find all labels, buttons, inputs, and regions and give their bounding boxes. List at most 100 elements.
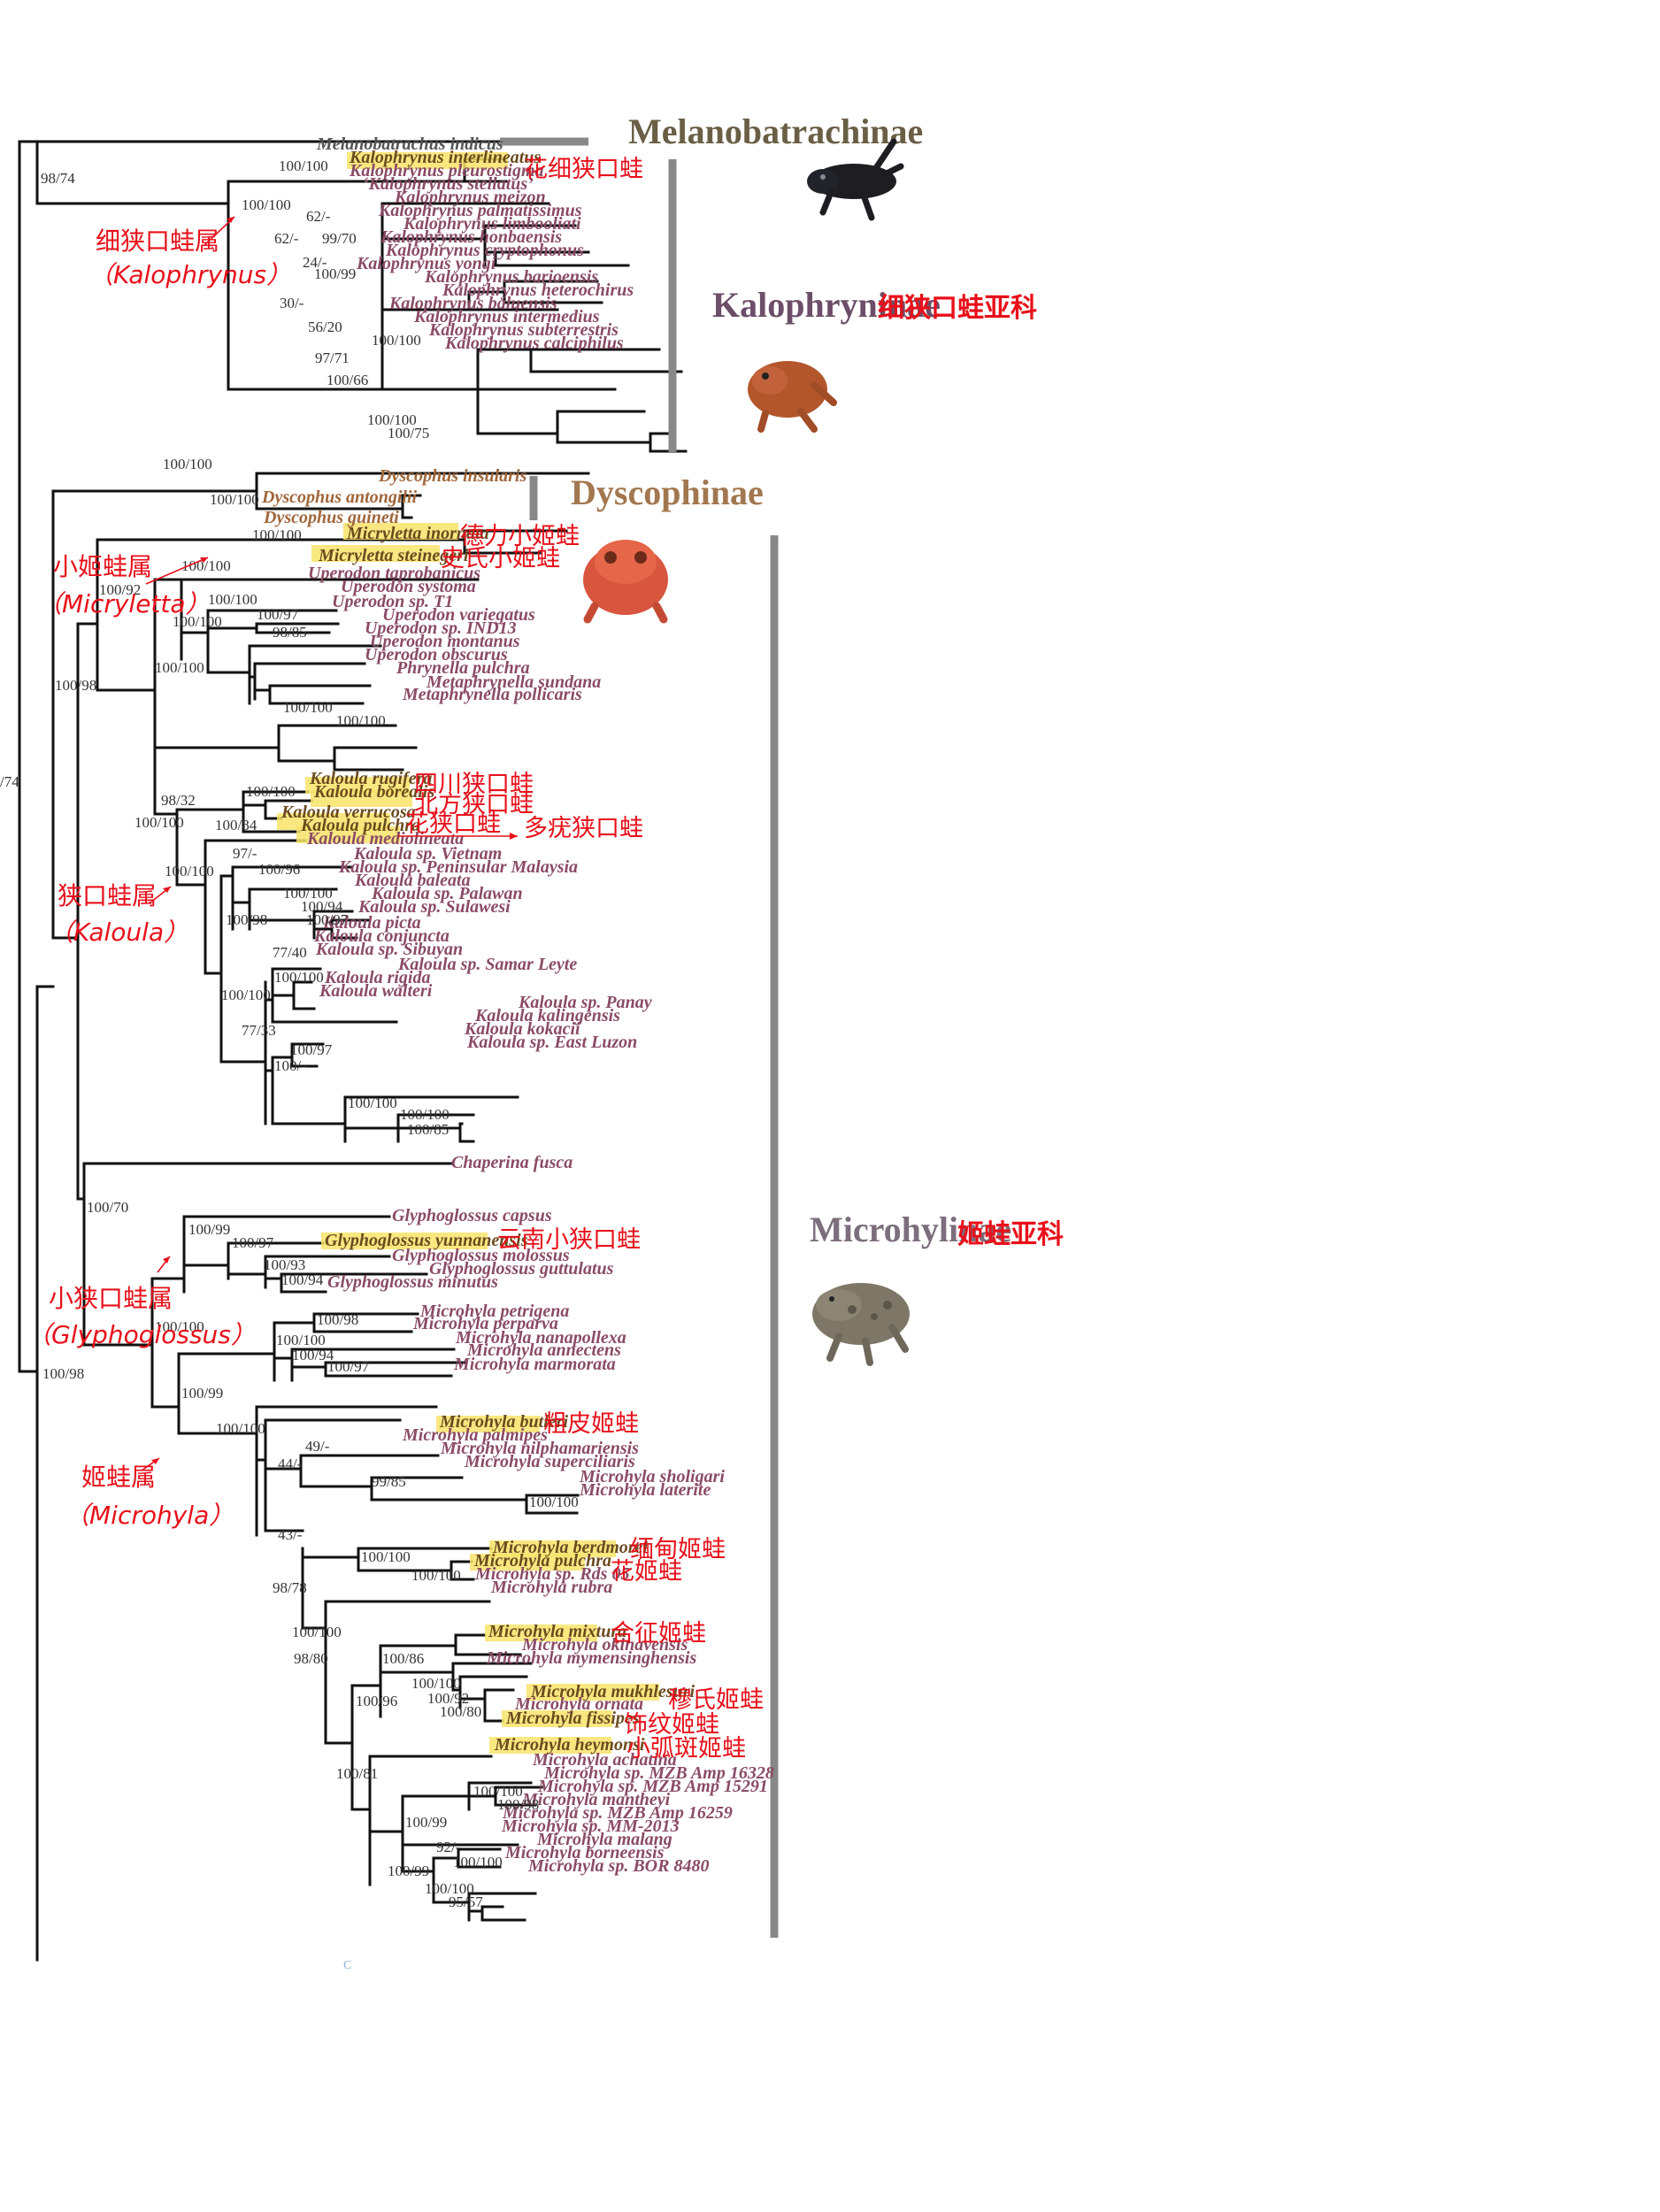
support-value: 100/96 bbox=[356, 1693, 397, 1709]
support-value: 100/80 bbox=[440, 1703, 481, 1720]
species-name-cn: 粗皮姬蛙 bbox=[543, 1410, 639, 1438]
support-value: 100/94 bbox=[281, 1271, 324, 1288]
support-value: 100/100 bbox=[400, 1106, 450, 1123]
genus-kalophrynus-latin: （Kalophrynus） bbox=[88, 260, 291, 289]
taxon-label: Microhyla butleri bbox=[439, 1412, 568, 1432]
taxon-label: Micryletta inornata bbox=[346, 524, 489, 543]
taxon-label: Microhyla sp. MZB Amp 16328 bbox=[543, 1763, 774, 1783]
support-value: 100/100 bbox=[134, 814, 184, 831]
genus-microhyla-latin: （Microhyla） bbox=[65, 1501, 234, 1530]
taxon-label: Microhyla nilphamariensis bbox=[440, 1439, 639, 1458]
species-name-cn: 德力小姬蛙 bbox=[460, 523, 580, 550]
taxon-label: Microhyla sp. MZB Amp 16259 bbox=[502, 1803, 733, 1823]
taxon-label: Kalophrynus limbooliati bbox=[403, 214, 581, 234]
taxon-label: Kalophrynus subterrestris bbox=[428, 320, 619, 340]
support-value: 100/99 bbox=[188, 1221, 230, 1238]
support-value: 100/96 bbox=[258, 861, 300, 878]
taxon-label: Melanobatrachus indicus bbox=[316, 134, 503, 154]
taxon-label: Kaloula picta bbox=[322, 913, 421, 933]
taxon-label: Kalophrynus palmatissimus bbox=[378, 201, 582, 220]
support-value: 100/100 bbox=[242, 196, 291, 213]
support-value: 30/- bbox=[280, 295, 304, 311]
support-value: 97/- bbox=[233, 845, 257, 862]
support-value: 100/100 bbox=[276, 1332, 326, 1348]
support-value: 100/98 bbox=[317, 1311, 358, 1328]
support-value: 100/98 bbox=[55, 677, 96, 694]
support-value: 100/100 bbox=[473, 1783, 523, 1800]
support-value: 98/32 bbox=[161, 792, 196, 809]
taxon-label: Microhyla borneensis bbox=[504, 1843, 665, 1863]
taxon-label: Microhyla berdmorei bbox=[492, 1538, 648, 1557]
support-value: 100/93 bbox=[264, 1256, 305, 1273]
support-value: 62/- bbox=[274, 230, 299, 247]
genus-kaloula-cn: 狭口蛙属 bbox=[58, 881, 157, 910]
species-name-cn: 花狭口蛙 bbox=[405, 810, 501, 838]
support-value: 100/99 bbox=[388, 1863, 429, 1879]
support-value: /74 bbox=[0, 773, 19, 790]
support-value: 100/99 bbox=[181, 1385, 223, 1402]
taxon-label: Metaphrynella sundana bbox=[426, 672, 601, 692]
support-value: 100/100 bbox=[221, 987, 271, 1003]
taxon-label: Microhyla mukhlesuri bbox=[530, 1682, 695, 1701]
taxon-label: Glyphoglossus guttulatus bbox=[429, 1259, 614, 1279]
support-value: 100/100 bbox=[336, 712, 386, 729]
taxon-label: Microhyla sp. BOR 8480 bbox=[527, 1856, 709, 1876]
support-value: 100/81 bbox=[336, 1765, 378, 1782]
support-value: 100/100 bbox=[411, 1567, 461, 1584]
subfamily-bars bbox=[500, 137, 779, 1938]
subfamily-kalophryninae-cn: 细狭口蛙亚科 bbox=[878, 293, 1037, 324]
taxon-label: Kaloula walteri bbox=[319, 981, 433, 1001]
support-value: 99/70 bbox=[322, 230, 357, 247]
support-value: 100/100 bbox=[283, 885, 333, 902]
taxon-label: Kaloula baleata bbox=[354, 871, 471, 890]
support-value: 98/85 bbox=[273, 624, 307, 641]
support-value: 100/100 bbox=[181, 557, 231, 574]
taxon-label: Kalophrynus meizon bbox=[394, 188, 546, 207]
species-name-cn: 花细狭口蛙 bbox=[524, 156, 643, 183]
support-value: 100/100 bbox=[274, 969, 324, 986]
support-value: 100/98 bbox=[226, 911, 267, 928]
species-name-cn: 史氏小姬蛙 bbox=[441, 545, 560, 572]
taxon-label: Kaloula kokacii bbox=[464, 1019, 580, 1039]
taxon-label: Kalophrynus cryptophonus bbox=[385, 241, 584, 260]
support-value: 100/99 bbox=[405, 1814, 447, 1831]
genus-micryletta-latin: （Micryletta） bbox=[37, 589, 211, 618]
support-value: 100/75 bbox=[388, 425, 429, 442]
taxon-label: Kalophrynus barioensis bbox=[424, 267, 598, 287]
taxon-label: Microhyla sp. Rds 05 bbox=[474, 1564, 629, 1584]
taxon-label: Glyphoglossus molossus bbox=[392, 1246, 570, 1265]
taxon-label: Kalophrynus pleurostigma bbox=[349, 161, 544, 180]
species-name-cn: 北方狭口蛙 bbox=[414, 791, 534, 818]
support-value: 100/94 bbox=[301, 898, 343, 915]
taxon-label: Microhyla mixtura bbox=[488, 1622, 626, 1641]
taxon-label: Kaloula sp. Sibuyan bbox=[315, 940, 463, 959]
support-value: 62/- bbox=[306, 208, 331, 225]
support-value: 99/85 bbox=[372, 1473, 406, 1490]
support-value: 100/100 bbox=[216, 1420, 265, 1437]
species-name-cn: 云南小狭口蛙 bbox=[497, 1226, 641, 1254]
support-value: 100/100 bbox=[163, 456, 212, 472]
taxon-label: Kaloula kalingensis bbox=[474, 1006, 620, 1025]
partial-caption: C bbox=[343, 1959, 351, 1972]
support-value: 100/85 bbox=[407, 1121, 449, 1138]
support-value: 100/100 bbox=[529, 1494, 579, 1510]
taxon-label: Microhyla fissipes bbox=[505, 1709, 640, 1728]
taxon-label: Uperodon sp. IND13 bbox=[365, 618, 517, 638]
support-value: 100/100 bbox=[292, 1624, 342, 1640]
support-value: 100/97 bbox=[306, 911, 349, 928]
support-value: 95/57 bbox=[449, 1893, 483, 1910]
taxon-label: Kalophrynus calciphilus bbox=[444, 334, 624, 353]
support-value: 92/- bbox=[436, 1839, 461, 1855]
support-value: 77/33 bbox=[242, 1022, 276, 1039]
support-value: 77/40 bbox=[273, 944, 307, 961]
taxon-label: Micryletta steinegeri bbox=[318, 546, 469, 565]
support-value: 100/92 bbox=[427, 1690, 469, 1707]
taxon-label: Microhyla heymonsi bbox=[494, 1735, 645, 1755]
support-value: 100/100 bbox=[453, 1854, 503, 1870]
taxon-label: Microhyla superciliaris bbox=[464, 1452, 635, 1471]
taxon-label: Microhyla palmipes bbox=[402, 1425, 548, 1445]
frog-photo-microhyla bbox=[812, 1283, 910, 1366]
support-value: 100/97 bbox=[232, 1234, 274, 1251]
taxon-label: Uperodon systoma bbox=[341, 577, 476, 596]
